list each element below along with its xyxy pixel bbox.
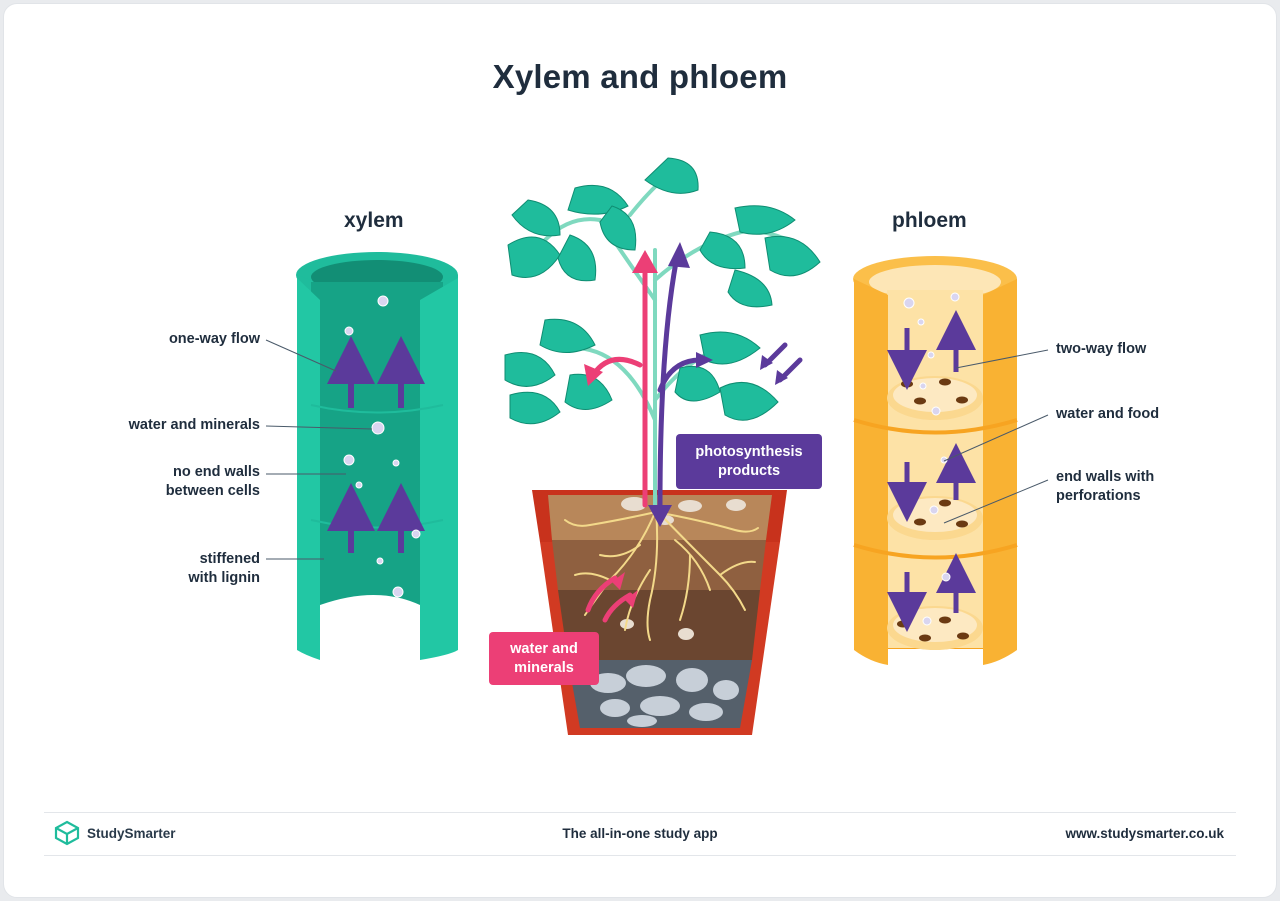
page-title: Xylem and phloem (492, 58, 788, 95)
label-no-end-walls-line1: no end walls (172, 464, 260, 480)
label-no-end-walls: no end walls between cells (80, 463, 260, 501)
label-stiffened-line1: stiffened (199, 551, 260, 567)
xylem-leader-lines (265, 339, 373, 560)
label-two-way-flow: two-way flow (1056, 341, 1147, 357)
label-stiffened-line2: with lignin (188, 570, 260, 586)
label-water-and-minerals: water and minerals (128, 417, 260, 433)
label-end-walls-with-perforations: end walls with perforations (1056, 468, 1246, 506)
photosynthesis-products-box: photosynthesis products (676, 434, 822, 489)
diagram-card (3, 3, 1277, 898)
footer-url[interactable]: www.studysmarter.co.uk (1065, 826, 1224, 841)
photosynthesis-line1: photosynthesis (695, 444, 803, 460)
footer-divider-bottom (44, 855, 1236, 856)
footer-brand: StudySmarter (87, 826, 176, 841)
label-no-end-walls-line2: between cells (165, 483, 260, 499)
footer-divider-top (44, 812, 1236, 813)
phloem-leader-lines (943, 349, 1049, 524)
water-and-minerals-box: water and minerals (489, 632, 599, 685)
xylem-heading: xylem (344, 209, 404, 232)
label-end-walls-line2: perforations (1056, 488, 1141, 504)
photosynthesis-line2: products (717, 463, 781, 479)
plant (504, 157, 821, 623)
label-stiffened-with-lignin: stiffened with lignin (80, 550, 260, 588)
label-water-and-food: water and food (1056, 406, 1160, 422)
phloem-heading: phloem (892, 209, 967, 232)
water-minerals-line2: minerals (514, 660, 574, 676)
label-one-way-flow: one-way flow (168, 331, 260, 347)
label-end-walls-line1: end walls with (1056, 469, 1155, 485)
water-minerals-line1: water and (510, 641, 578, 657)
footer-tagline: The all-in-one study app (562, 826, 718, 841)
studysmarter-logo-icon (54, 820, 80, 846)
phloem-tube (853, 256, 1018, 665)
xylem-tube (296, 252, 458, 660)
plant-pot (532, 490, 787, 735)
